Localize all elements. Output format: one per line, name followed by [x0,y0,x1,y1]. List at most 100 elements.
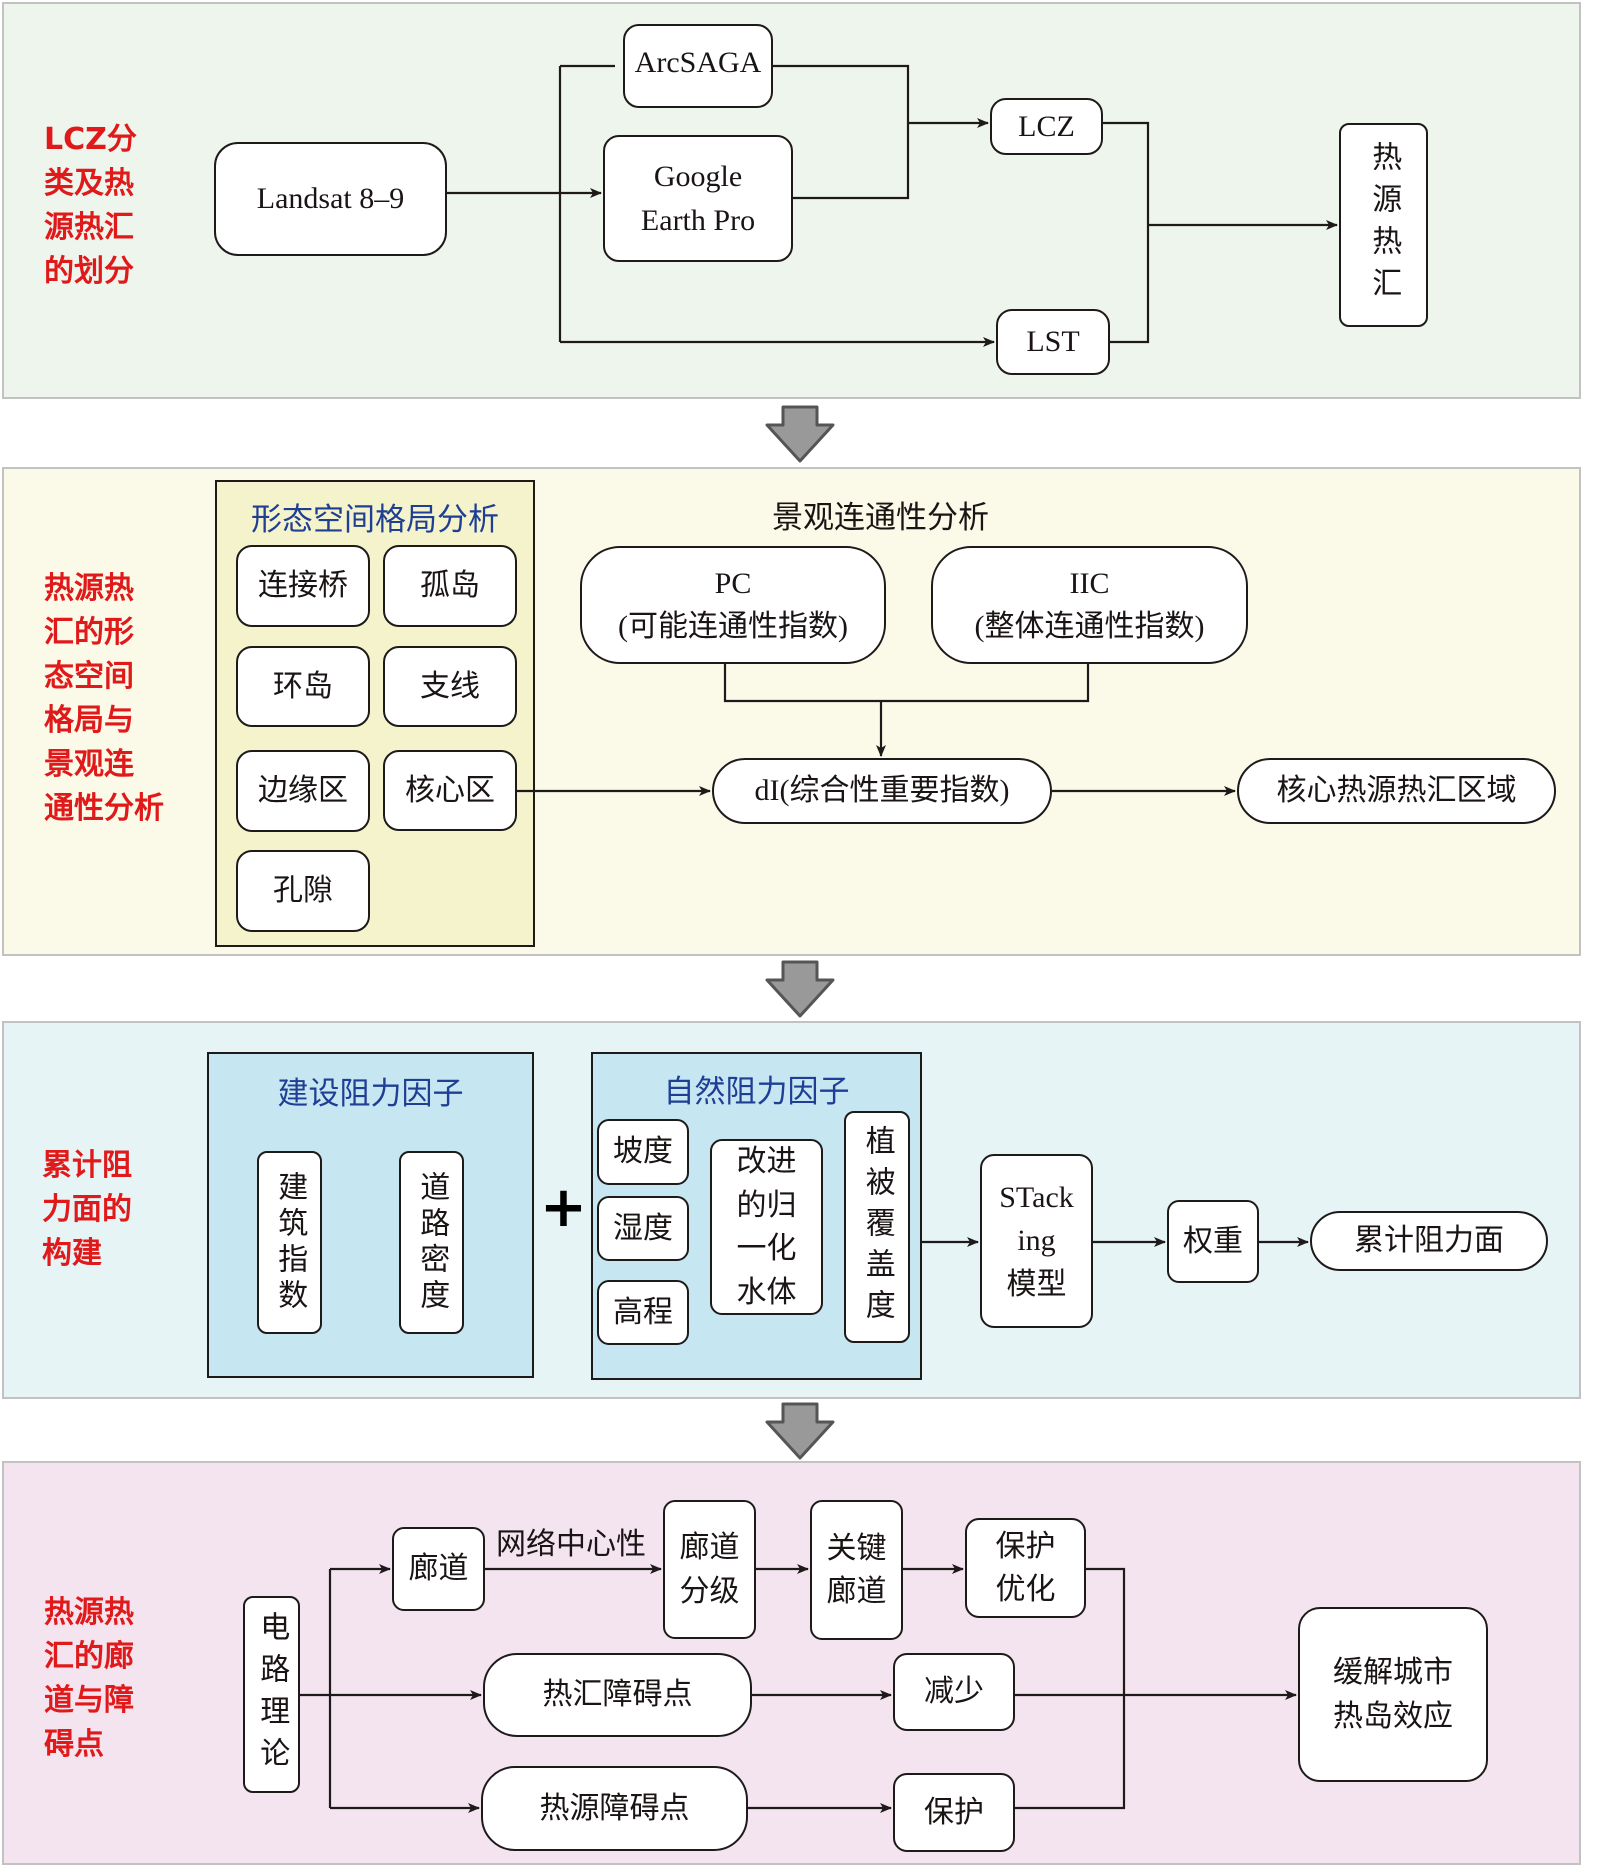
node-label: 电路理论 [255,1610,289,1779]
connectivity-title: 景观连通性分析 [772,500,989,535]
node-label: 累计阻力面 [1354,1224,1504,1258]
section-label-line: 累计阻 [42,1148,132,1183]
protect-optimize-node: 保护 优化 [965,1518,1086,1618]
corridor-grading-node: 廊道 分级 [663,1500,756,1639]
node-label: 保护 [995,1529,1056,1563]
node-label: 边缘区 [258,774,348,808]
mspa-title: 形态空间格局分析 [251,502,499,537]
section-label-4: 热源热 汇的廊 道与障 碍点 [44,1591,184,1767]
mitigate-uhi-node: 缓解城市 热岛效应 [1298,1607,1488,1782]
node-label: 的归 [736,1188,797,1222]
source-barrier-node: 热源障碍点 [481,1766,748,1851]
vegetation-cover-node: 植被覆盖度 [844,1111,910,1343]
node-label: (可能连通性指数) [618,610,848,643]
lst-node: LST [996,309,1110,375]
section-label-line: 类及热 [44,166,134,201]
node-label: LST [1026,325,1080,359]
node-label: 减少 [924,1675,984,1709]
flow-down-arrow-icon [765,960,835,1018]
node-label: 权重 [1183,1224,1243,1258]
weight-node: 权重 [1167,1200,1259,1283]
section-label-line: 热源热 [44,1595,134,1630]
node-label: 连接桥 [258,569,348,603]
node-label: 水体 [736,1275,797,1309]
section-label-line: 汇的廊 [44,1639,134,1674]
construction-title: 建设阻力因子 [277,1076,464,1111]
section-label-line: 力面的 [42,1192,132,1227]
elevation-node: 高程 [597,1280,689,1345]
section-label-line: 汇的形 [44,615,134,650]
road-density-node: 道路密度 [399,1151,464,1334]
section-label-3: 累计阻 力面的 构建 [42,1144,182,1276]
node-label: 道路密度 [415,1170,449,1315]
corridor-node: 廊道 [392,1527,485,1611]
node-label: LCZ [1018,109,1075,143]
pc-node: PC (可能连通性指数) [580,546,886,664]
node-label: 湿度 [613,1211,673,1245]
flow-down-arrow-icon [765,405,835,463]
di-node: dI(综合性重要指数) [712,758,1052,824]
node-label: 廊道 [408,1552,469,1586]
sink-barrier-node: 热汇障碍点 [483,1653,752,1737]
node-label: Google [653,160,743,193]
mspa-bridge: 连接桥 [236,545,370,627]
mspa-perforation: 孔隙 [236,850,370,932]
node-label: 环岛 [273,669,333,703]
section-label-1: LCZ分 类及热 源热汇 的划分 [44,118,184,294]
protect-node: 保护 [893,1773,1015,1852]
node-label: PC [714,566,752,600]
section-label-line: 碍点 [44,1727,104,1762]
node-label: 孤岛 [420,569,480,603]
mndwi-node: 改进 的归 一化 水体 [710,1139,823,1315]
node-label: 优化 [995,1573,1056,1606]
mspa-branch: 支线 [383,646,517,727]
heat-source-sink-node: 热源热汇 [1339,123,1428,327]
node-label: 关键 [826,1531,887,1565]
cumulative-resistance-node: 累计阻力面 [1310,1211,1548,1271]
section-label-line: 的划分 [44,254,134,289]
mspa-islet: 孤岛 [383,545,517,627]
stacking-model-node: STack ing 模型 [980,1154,1093,1328]
node-label: ing [1017,1224,1056,1258]
node-label: 一化 [736,1232,797,1265]
section-label-line: 态空间 [44,659,134,694]
section-label-line: 热源热 [44,571,134,606]
humidity-node: 湿度 [597,1196,689,1261]
node-label: 建筑指数 [273,1170,307,1315]
section-label-line: 通性分析 [44,791,164,826]
lcz-node: LCZ [990,98,1103,155]
node-label: 植被覆盖度 [860,1124,894,1330]
node-label: 分级 [679,1574,740,1608]
section-label-2: 热源热 汇的形 态空间 格局与 景观连 通性分析 [44,567,194,831]
core-area-node: 核心热源热汇区域 [1237,758,1556,824]
key-corridor-node: 关键 廊道 [810,1500,903,1640]
building-index-node: 建筑指数 [257,1151,322,1334]
mspa-edge: 边缘区 [236,750,370,832]
section-label-line: 源热汇 [44,210,134,245]
mspa-loop: 环岛 [236,646,370,727]
reduce-node: 减少 [893,1653,1015,1731]
node-label: 支线 [420,669,480,703]
node-label: 核心区 [405,773,495,807]
plus-icon: + [540,1175,587,1240]
node-label: 高程 [613,1295,673,1329]
section-label-line: LCZ分 [44,122,137,157]
natural-title: 自然阻力因子 [663,1074,850,1109]
landsat-node: Landsat 8–9 [214,142,447,256]
node-label: 孔隙 [273,874,333,908]
node-label: 廊道 [679,1531,740,1564]
node-label: Earth Pro [640,203,756,237]
node-label: (整体连通性指数) [974,610,1205,643]
arcsaga-node: ArcSAGA [623,24,773,108]
flow-down-arrow-icon [765,1402,835,1460]
circuit-theory-node: 电路理论 [243,1596,300,1793]
section-label-line: 格局与 [44,703,134,738]
mspa-core: 核心区 [383,750,517,831]
node-label: 热源热汇 [1367,141,1401,309]
network-centrality-label: 网络中心性 [496,1528,646,1561]
node-label: 热源障碍点 [539,1791,690,1825]
node-label: 热岛效应 [1333,1699,1453,1733]
node-label: 保护 [924,1795,984,1829]
node-label: STack [999,1180,1074,1214]
section-label-line: 构建 [42,1236,102,1271]
